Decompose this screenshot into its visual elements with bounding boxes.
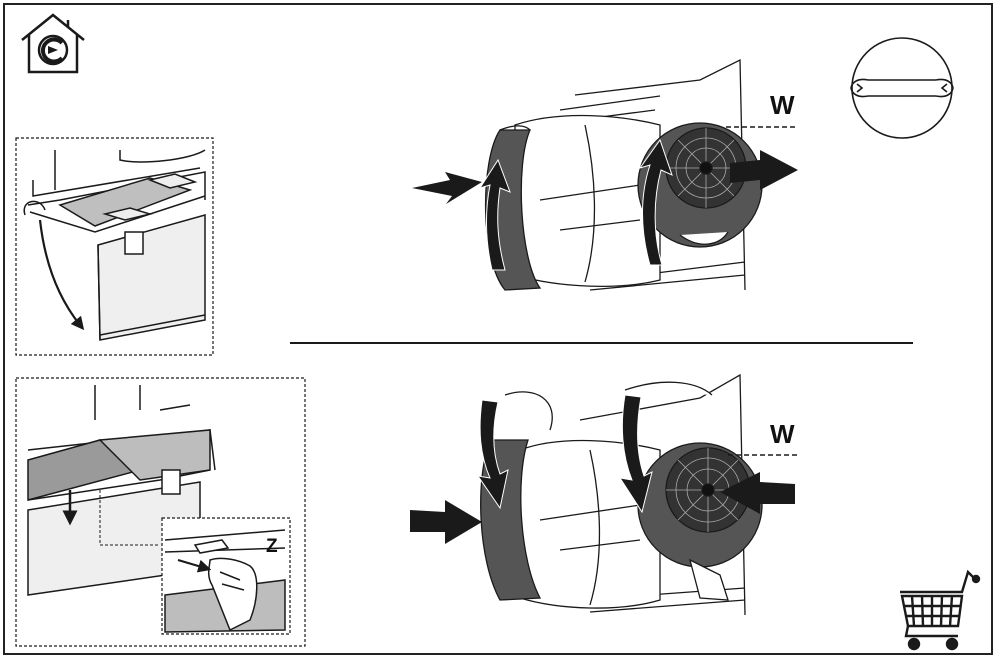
arrow-rotate-down-left — [476, 399, 509, 510]
inset-remove-filter — [15, 377, 306, 647]
label-z: Z — [266, 536, 278, 557]
label-w-bottom: W — [770, 419, 795, 449]
arrow-rotate-up-left — [478, 158, 511, 271]
arrow-push-in-left — [410, 500, 482, 544]
wrench-icon — [850, 37, 954, 139]
shopping-cart-icon — [900, 569, 981, 651]
arrow-pull-left — [412, 172, 482, 204]
fan-assembly-top — [484, 58, 763, 291]
arrow-push-in-right — [720, 472, 795, 514]
arrow-rotate-up-right — [638, 138, 673, 266]
inset-open-panel — [15, 137, 214, 356]
house-with-hood-icon — [21, 13, 85, 74]
arrow-rotate-down-right — [618, 394, 653, 514]
label-w-top: W — [770, 90, 795, 120]
page-border — [3, 3, 993, 655]
arrow-pull-right — [730, 150, 798, 190]
fan-assembly-bottom — [480, 373, 763, 616]
